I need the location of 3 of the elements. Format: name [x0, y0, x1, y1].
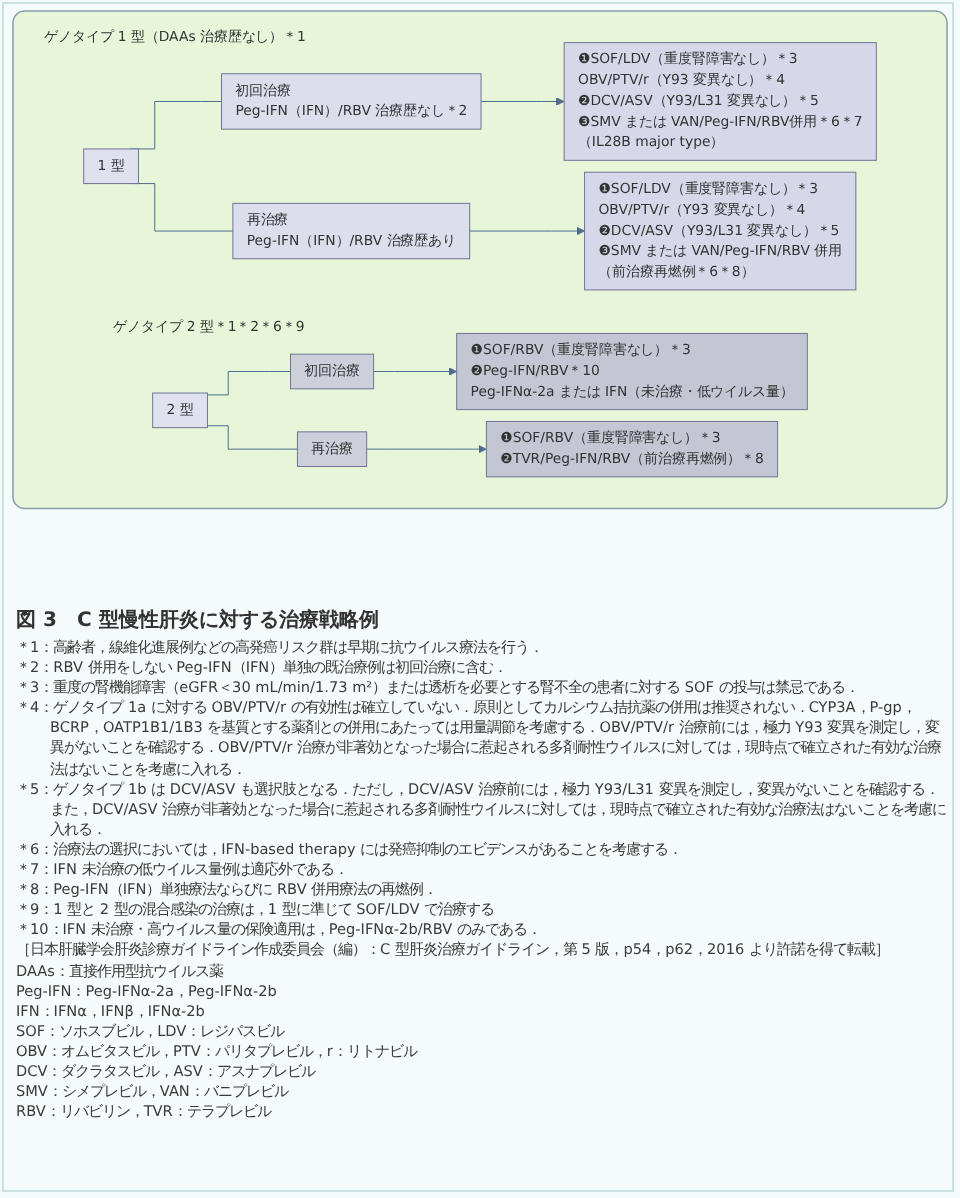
figure-caption: 図 3 C 型慢性肝炎に対する治療戦略例 [16, 606, 379, 634]
connector [206, 425, 298, 450]
connector [206, 371, 291, 396]
